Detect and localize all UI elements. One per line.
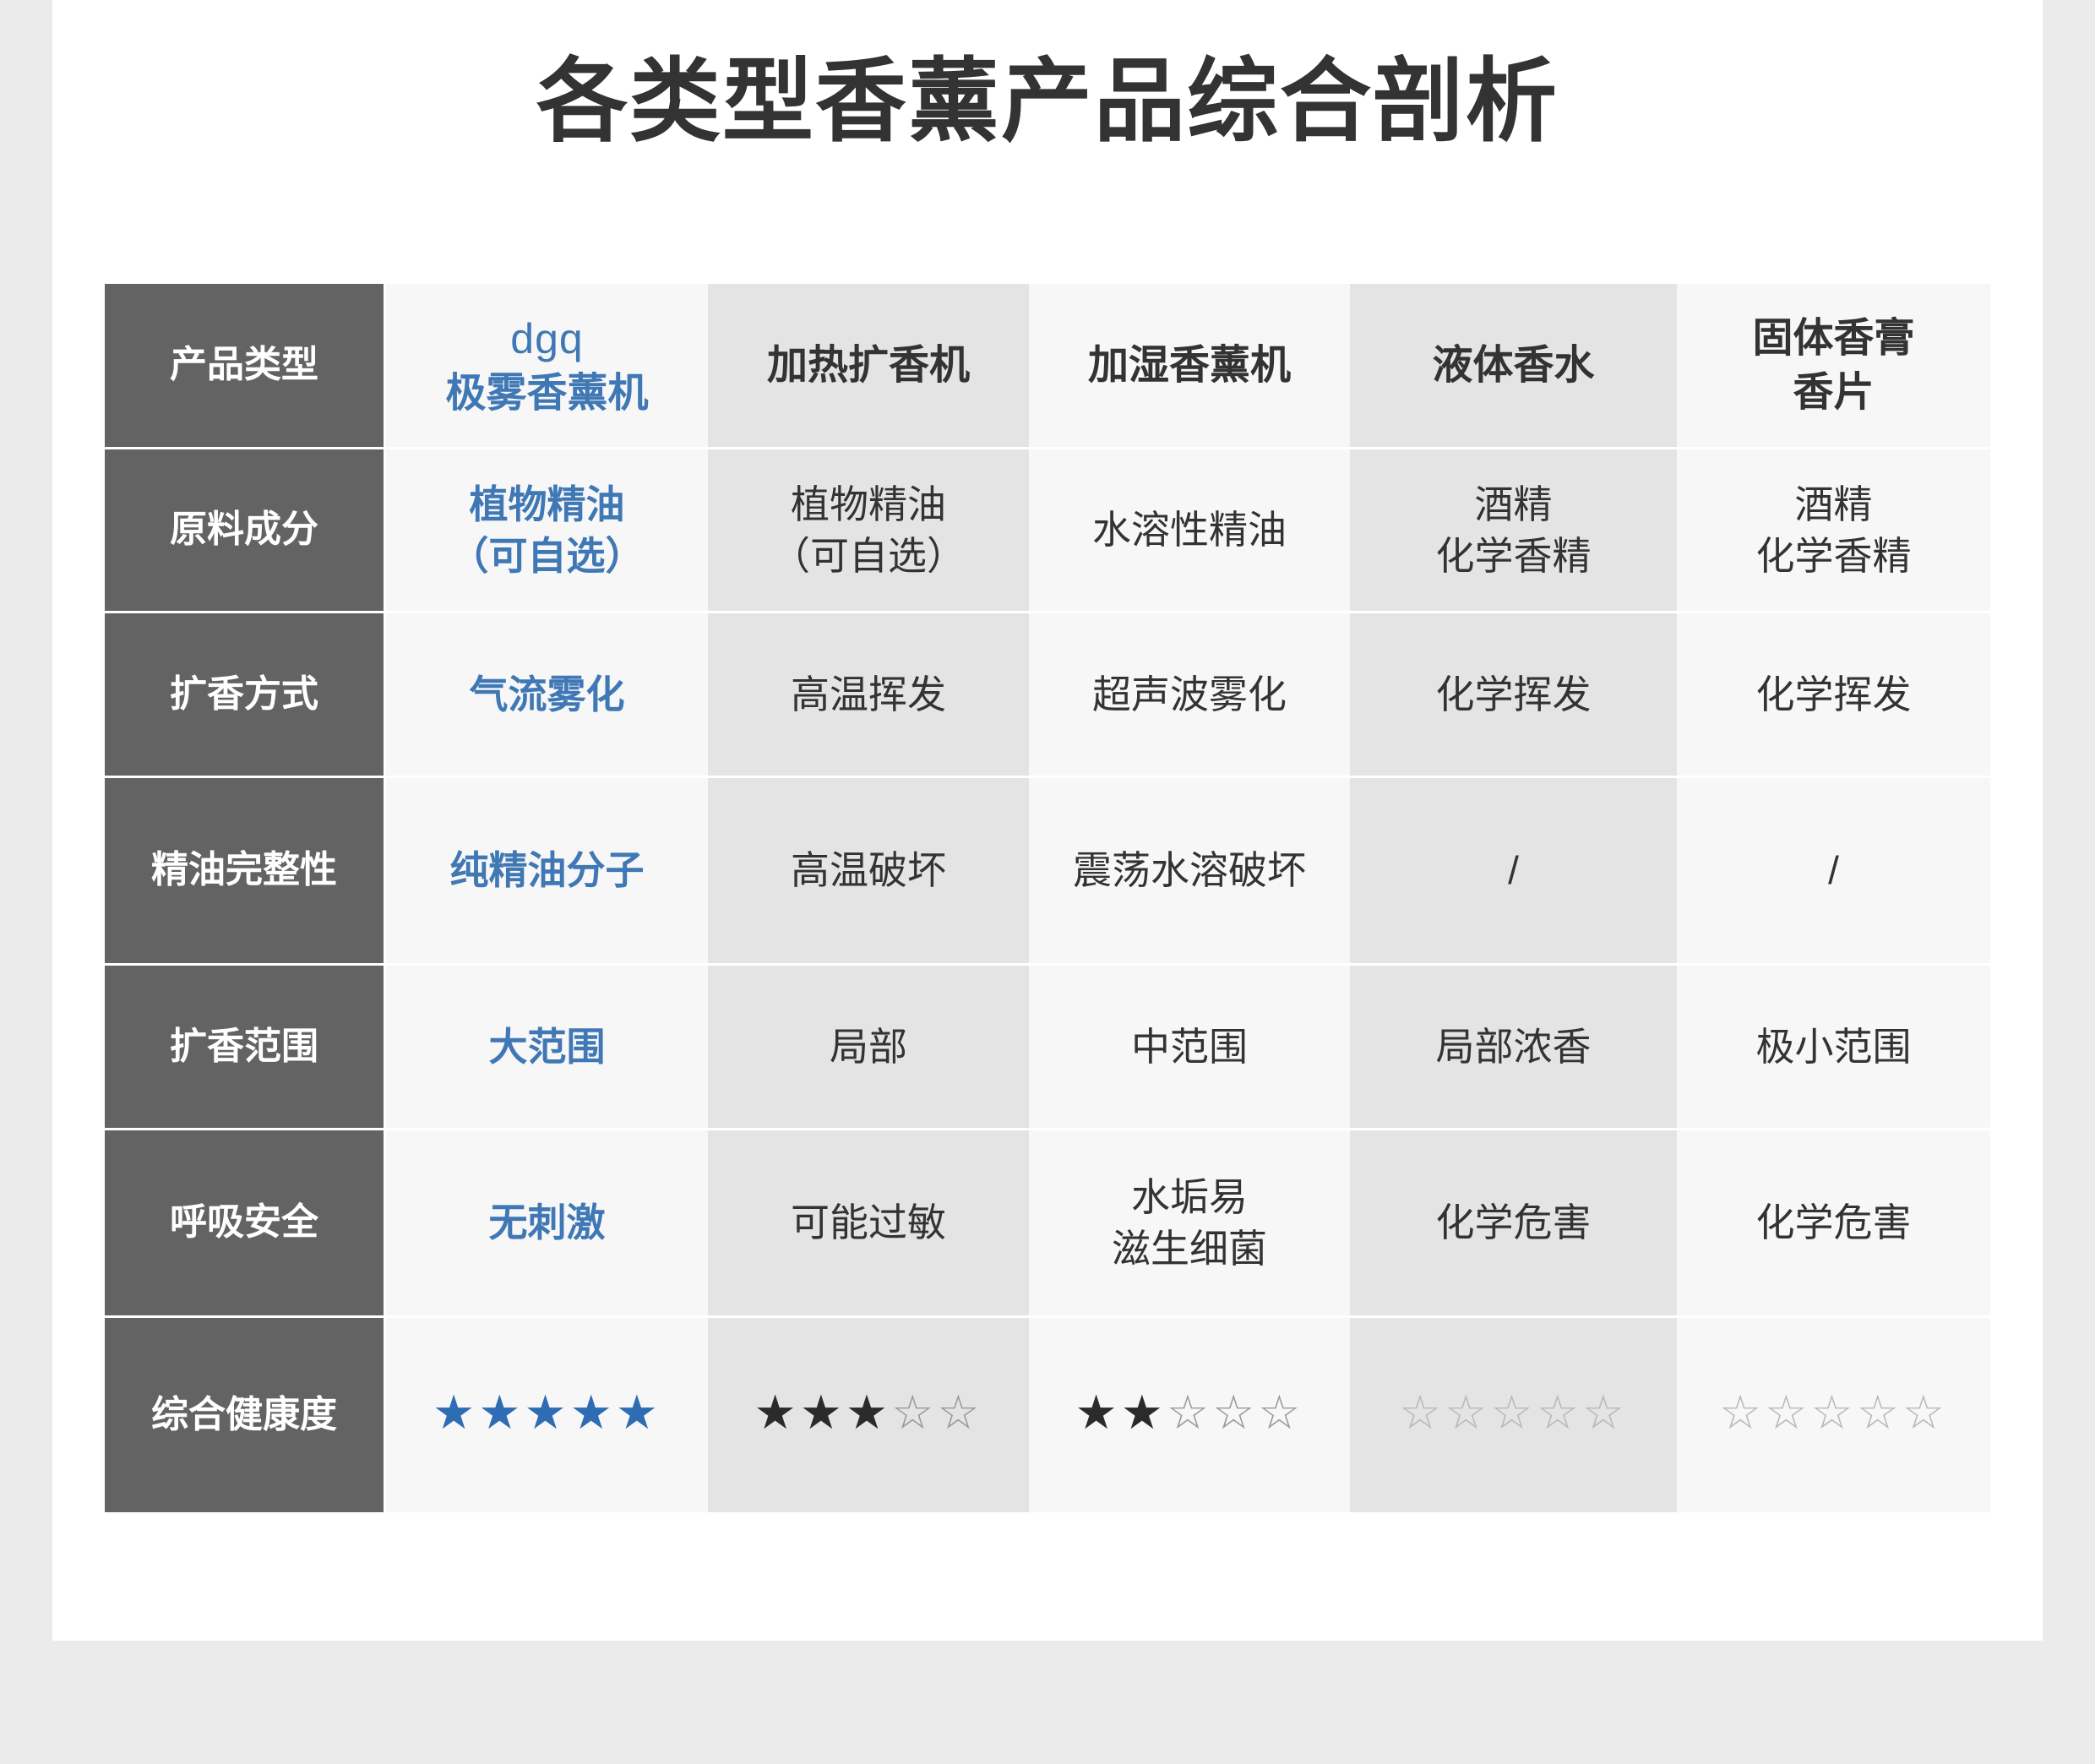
cell-ingredients-balm-line1: 酒精 <box>1794 482 1873 526</box>
table-row-oil-integrity: 精油完整性 纯精油分子 高温破坏 震荡水溶破坏 / / <box>105 778 1990 966</box>
cell-safety-dgq: 无刺激 <box>386 1130 708 1318</box>
row-header-diffusion-range: 扩香范围 <box>105 966 386 1130</box>
column-header-solid-balm-line2: 香片 <box>1793 369 1875 415</box>
star-empty-icon: ☆☆☆ <box>1166 1386 1304 1440</box>
star-empty-icon: ☆☆☆☆☆ <box>1398 1386 1628 1440</box>
row-header-respiratory-safety: 呼吸安全 <box>105 1130 386 1318</box>
cell-integrity-perfume: / <box>1350 778 1677 966</box>
table-row-respiratory-safety: 呼吸安全 无刺激 可能过敏 水垢易 滋生细菌 化学危害 化学危害 <box>105 1130 1990 1318</box>
cell-method-heat: 高温挥发 <box>708 613 1029 778</box>
star-rating-humidifier: ★★☆☆☆ <box>1075 1386 1303 1439</box>
comparison-table-container: 产品类型 dgq 极雾香薰机 加热扩香机 加湿香薰机 液体香水 固体香膏 香片 … <box>105 284 1990 1512</box>
content-card: 各类型香薰产品综合剖析 产品类型 dgq 极雾香薰机 加热扩香机 加湿香薰机 液… <box>52 0 2043 1641</box>
column-header-dgq: dgq 极雾香薰机 <box>386 284 708 449</box>
cell-ingredients-balm: 酒精 化学香精 <box>1677 449 1990 613</box>
brand-name-label: 极雾香薰机 <box>445 370 649 416</box>
cell-ingredients-heat-line2: （可自选） <box>771 533 966 578</box>
table-row-diffusion-method: 扩香方式 气流雾化 高温挥发 超声波雾化 化学挥发 化学挥发 <box>105 613 1990 778</box>
cell-safety-heat: 可能过敏 <box>708 1130 1029 1318</box>
cell-safety-humidifier: 水垢易 滋生细菌 <box>1029 1130 1350 1318</box>
cell-ingredients-humidifier: 水溶性精油 <box>1029 449 1350 613</box>
cell-ingredients-balm-line2: 化学香精 <box>1755 533 1912 578</box>
cell-method-humidifier: 超声波雾化 <box>1029 613 1350 778</box>
cell-integrity-heat: 高温破坏 <box>708 778 1029 966</box>
cell-method-dgq: 气流雾化 <box>386 613 708 778</box>
cell-range-heat: 局部 <box>708 966 1029 1130</box>
star-rating-perfume: ☆☆☆☆☆ <box>1399 1386 1628 1439</box>
cell-ingredients-perfume-line1: 酒精 <box>1474 482 1553 526</box>
cell-safety-humidifier-line2: 滋生细菌 <box>1112 1226 1267 1271</box>
column-header-solid-balm-line1: 固体香膏 <box>1752 316 1915 362</box>
cell-rating-perfume: ☆☆☆☆☆ <box>1350 1318 1677 1512</box>
cell-range-humidifier: 中范围 <box>1029 966 1350 1130</box>
cell-ingredients-perfume-line2: 化学香精 <box>1435 533 1592 578</box>
star-filled-icon: ★★ <box>1075 1386 1167 1440</box>
column-header-heat-diffuser: 加热扩香机 <box>708 284 1029 449</box>
cell-ingredients-heat: 植物精油 （可自选） <box>708 449 1029 613</box>
cell-safety-perfume: 化学危害 <box>1350 1130 1677 1318</box>
row-header-overall-health-score: 综合健康度 <box>105 1318 386 1512</box>
table-row-ingredients: 原料成分 植物精油 （可自选） 植物精油 （可自选） 水溶性精油 酒精 化学香精 <box>105 449 1990 613</box>
table-row-overall-health-score: 综合健康度 ★★★★★ ★★★☆☆ ★★☆☆☆ ☆☆☆☆☆ ☆☆☆☆☆ <box>105 1318 1990 1512</box>
star-rating-dgq: ★★★★★ <box>433 1386 661 1439</box>
star-rating-balm: ☆☆☆☆☆ <box>1719 1386 1948 1439</box>
brand-mark-dgq: dgq <box>510 314 584 362</box>
cell-safety-humidifier-line1: 水垢易 <box>1131 1174 1248 1219</box>
column-header-liquid-perfume: 液体香水 <box>1350 284 1677 449</box>
cell-rating-heat: ★★★☆☆ <box>708 1318 1029 1512</box>
cell-rating-dgq: ★★★★★ <box>386 1318 708 1512</box>
cell-range-perfume: 局部浓香 <box>1350 966 1677 1130</box>
column-header-humidifier-diffuser: 加湿香薰机 <box>1029 284 1350 449</box>
cell-integrity-humidifier: 震荡水溶破坏 <box>1029 778 1350 966</box>
star-empty-icon: ☆☆☆☆☆ <box>1718 1386 1948 1440</box>
cell-method-balm: 化学挥发 <box>1677 613 1990 778</box>
cell-ingredients-dgq: 植物精油 （可自选） <box>386 449 708 613</box>
cell-integrity-balm: / <box>1677 778 1990 966</box>
cell-ingredients-heat-line1: 植物精油 <box>791 482 946 526</box>
cell-ingredients-dgq-line2: （可自选） <box>449 533 645 578</box>
cell-ingredients-dgq-line1: 植物精油 <box>469 482 625 526</box>
cell-range-balm: 极小范围 <box>1677 966 1990 1130</box>
cell-method-perfume: 化学挥发 <box>1350 613 1677 778</box>
row-header-diffusion-method: 扩香方式 <box>105 613 386 778</box>
star-filled-icon: ★★★ <box>754 1386 892 1440</box>
row-header-product-type: 产品类型 <box>105 284 386 449</box>
star-rating-heat: ★★★☆☆ <box>754 1386 982 1439</box>
row-header-oil-integrity: 精油完整性 <box>105 778 386 966</box>
table-row-product-type: 产品类型 dgq 极雾香薰机 加热扩香机 加湿香薰机 液体香水 固体香膏 香片 <box>105 284 1990 449</box>
cell-rating-humidifier: ★★☆☆☆ <box>1029 1318 1350 1512</box>
star-empty-icon: ☆☆ <box>891 1386 983 1440</box>
page-title: 各类型香薰产品综合剖析 <box>536 50 1559 152</box>
cell-rating-balm: ☆☆☆☆☆ <box>1677 1318 1990 1512</box>
column-header-solid-balm: 固体香膏 香片 <box>1677 284 1990 449</box>
star-filled-icon: ★★★★★ <box>432 1386 661 1440</box>
comparison-table: 产品类型 dgq 极雾香薰机 加热扩香机 加湿香薰机 液体香水 固体香膏 香片 … <box>105 284 1990 1512</box>
cell-safety-balm: 化学危害 <box>1677 1130 1990 1318</box>
cell-integrity-dgq: 纯精油分子 <box>386 778 708 966</box>
row-header-ingredients: 原料成分 <box>105 449 386 613</box>
cell-ingredients-perfume: 酒精 化学香精 <box>1350 449 1677 613</box>
cell-range-dgq: 大范围 <box>386 966 708 1130</box>
table-row-diffusion-range: 扩香范围 大范围 局部 中范围 局部浓香 极小范围 <box>105 966 1990 1130</box>
